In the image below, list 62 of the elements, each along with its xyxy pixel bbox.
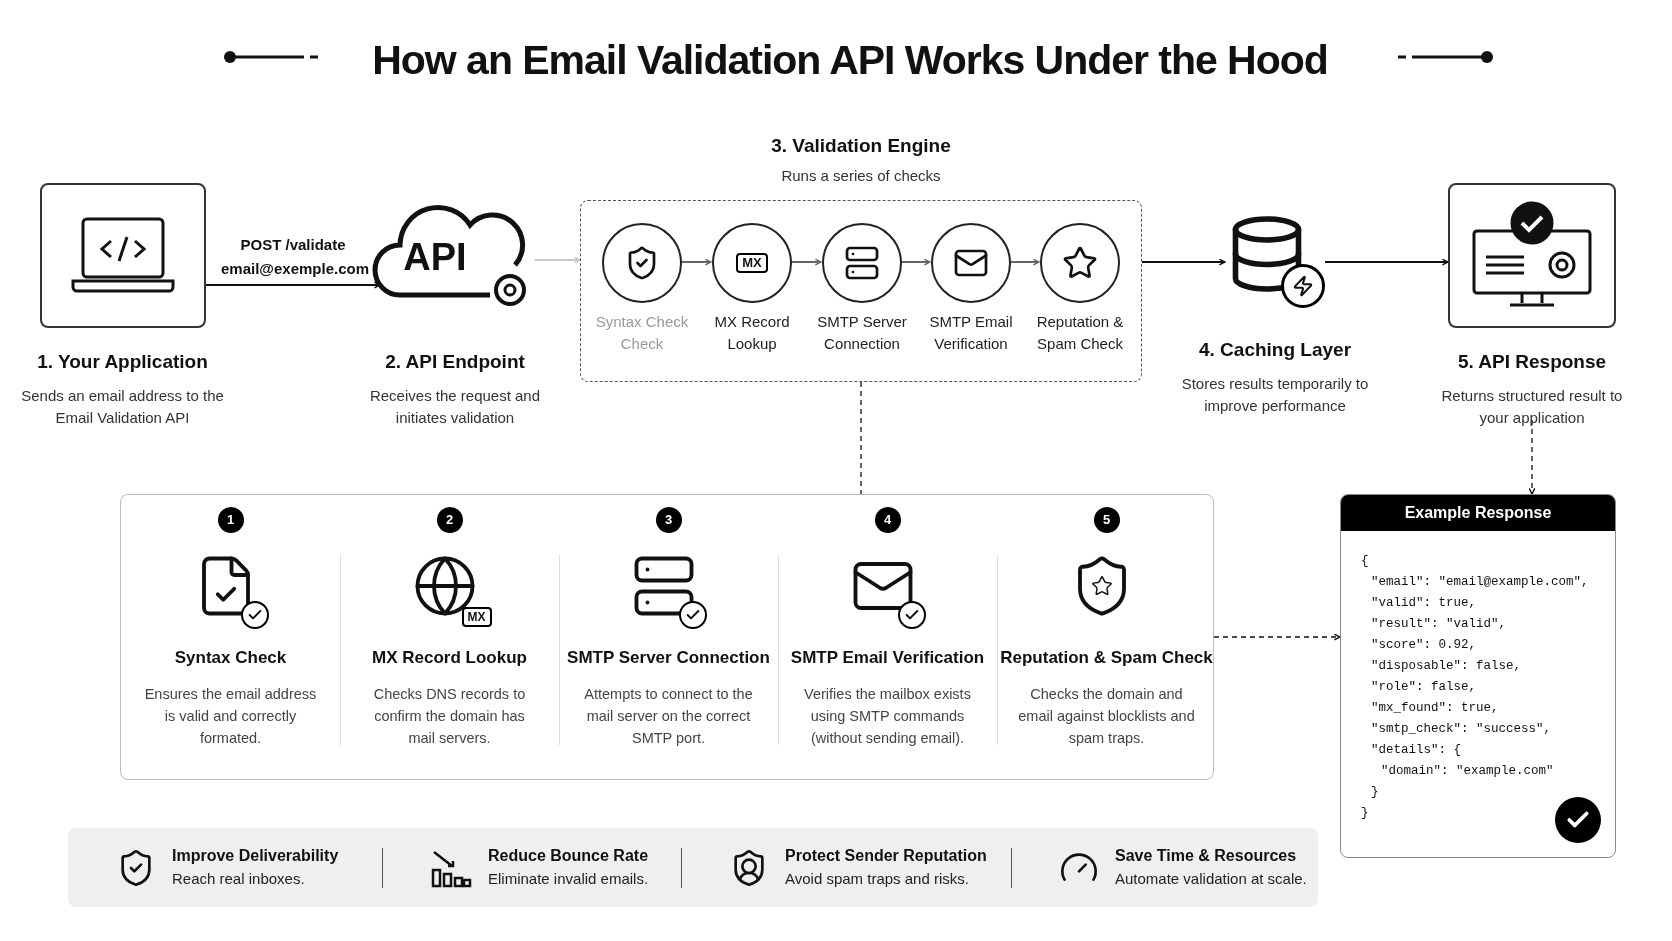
arrow (1324, 258, 1449, 266)
node-description: Returns structured result to your application (1440, 385, 1624, 428)
node-description: Runs a series of checks (781, 165, 941, 186)
code-line: "score": 0.92, (1371, 638, 1477, 652)
code-line: { (1361, 554, 1369, 568)
benefit-description: Reach real inboxes. (172, 869, 306, 890)
diagram-title: How an Email Validation API Works Under the Hood (371, 36, 1329, 85)
step-number: 4 (874, 507, 901, 533)
step-description: Attempts to connect to the mail server on the correct SMTP port. (583, 684, 754, 748)
check-label: Reputation & Spam Check (1035, 312, 1125, 354)
code-line: } (1361, 806, 1369, 820)
benefits-bar (68, 828, 1318, 907)
code-line: "result": "valid", (1371, 617, 1507, 631)
benefit-title: Protect Sender Reputation (785, 846, 987, 867)
code-line: } (1371, 785, 1379, 799)
arrow (205, 281, 381, 289)
code-line: "smtp_check": "success", (1371, 722, 1552, 736)
node-heading: 3. Validation Engine (771, 134, 951, 158)
code-line: "domain": "example.com" (1381, 764, 1554, 778)
code-line: "valid": true, (1371, 596, 1477, 610)
node-description: Sends an email address to the Email Validation API (20, 385, 225, 428)
code-line: "role": false, (1371, 680, 1477, 694)
step-description: Checks DNS records to confirm the domain has mail servers. (372, 684, 527, 748)
step-description: Ensures the email address is valid and correctly formated. (143, 684, 318, 748)
benefit-title: Reduce Bounce Rate (488, 846, 649, 867)
benefit-description: Avoid spam traps and risks. (785, 869, 970, 890)
node-heading: 1. Your Application (37, 350, 208, 374)
step-description: Checks the domain and email against blocklists and spam traps. (1017, 684, 1196, 748)
benefit-title: Save Time & Resources (1115, 846, 1298, 867)
step-description: Verifies the mailbox exists using SMTP commands (without sending email). (803, 684, 972, 748)
arrow (1213, 633, 1341, 641)
node-description: Receives the request and initiates validation (368, 385, 542, 428)
code-line: "disposable": false, (1371, 659, 1522, 673)
arrow (1141, 258, 1226, 266)
panel-header: Example Response (1341, 495, 1615, 531)
check-label: MX Record Lookup (713, 312, 791, 354)
arrow (534, 256, 581, 264)
benefit-title: Improve Deliverability (172, 846, 339, 867)
node-heading: 2. API Endpoint (385, 350, 525, 374)
node-description: Stores results temporarily to improve performance (1180, 373, 1370, 416)
step-heading: SMTP Email Verification (790, 647, 985, 669)
response-panel (1340, 494, 1616, 858)
step-heading: Syntax Check (174, 647, 287, 669)
steps-panel (120, 494, 1214, 780)
mx-icon: MX (736, 253, 768, 273)
benefit-description: Automate validation at scale. (1115, 869, 1307, 890)
code-line: "mx_found": true, (1371, 701, 1499, 715)
step-number: 5 (1093, 507, 1120, 533)
step-number: 2 (436, 507, 463, 533)
benefit-description: Eliminate invalid emails. (488, 869, 649, 890)
node-heading: 5. API Response (1457, 350, 1607, 374)
check-label: SMTP Server Connection (816, 312, 908, 354)
code-line: "details": { (1371, 743, 1461, 757)
check-label: SMTP Email Verification (928, 312, 1014, 354)
step-number: 3 (655, 507, 682, 533)
step-number: 1 (217, 507, 244, 533)
step-heading: MX Record Lookup (372, 647, 527, 669)
node-heading: 4. Caching Layer (1198, 338, 1352, 362)
step-heading: SMTP Server Connection (567, 647, 770, 669)
code-line: "email": "email@example.com", (1371, 575, 1589, 589)
step-heading: Reputation & Spam Check (1000, 647, 1213, 669)
check-label: Syntax Check Check (594, 312, 690, 354)
